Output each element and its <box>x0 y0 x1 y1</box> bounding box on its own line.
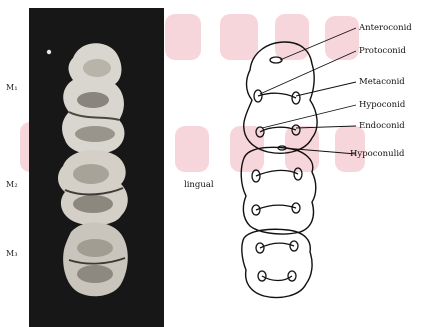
label-hypoconulid: Hypoconulid <box>350 149 404 159</box>
label-lingual: lingual <box>184 180 214 190</box>
label-endoconid: Endoconid <box>359 121 405 131</box>
tooth-label-m2: M₂ <box>6 180 18 189</box>
leader-endoconid <box>296 126 356 128</box>
photo-molar-3 <box>63 222 128 296</box>
label-protoconid: Protoconid <box>359 46 406 56</box>
leader-metaconid <box>296 82 356 96</box>
photo-molar-1 <box>62 43 124 154</box>
molar-outline-drawing <box>230 20 423 310</box>
molar-photograph <box>29 8 164 327</box>
leader-hypoconid <box>262 105 356 128</box>
tooth-label-m1: M₁ <box>6 83 18 92</box>
outline-molar-2 <box>241 147 316 234</box>
leader-anteroconid <box>280 28 356 60</box>
tooth-label-m3: M₃ <box>6 249 18 258</box>
photo-molar-2 <box>58 150 128 225</box>
outline-molar-3 <box>242 229 312 297</box>
label-hypoconid: Hypoconid <box>359 100 405 110</box>
label-anteroconid: Anteroconid <box>359 23 412 33</box>
label-metaconid: Metaconid <box>359 77 405 87</box>
